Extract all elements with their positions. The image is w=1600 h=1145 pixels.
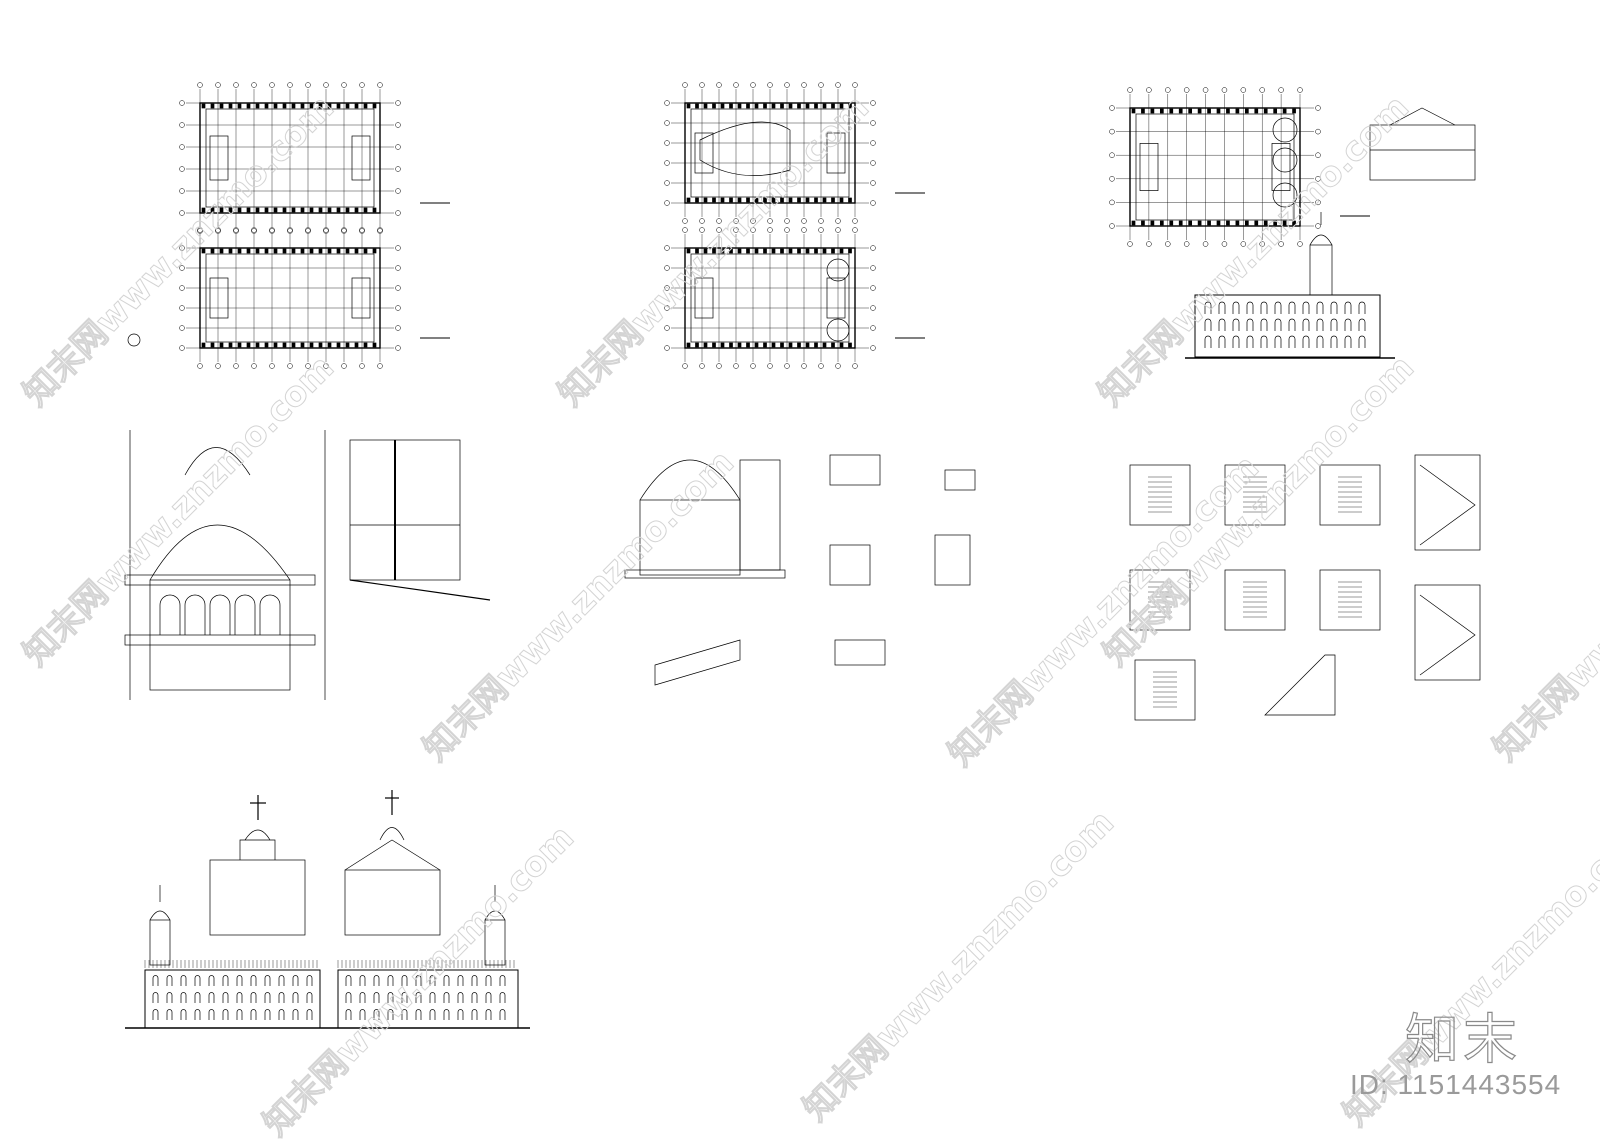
plan-first-floor bbox=[179, 82, 450, 234]
plan-second-floor bbox=[179, 227, 450, 369]
section-small bbox=[1369, 107, 1476, 181]
section-long bbox=[1185, 212, 1395, 359]
plan-fourth-floor bbox=[664, 227, 925, 369]
elevation-main bbox=[125, 790, 530, 1029]
section-dome-small bbox=[624, 459, 786, 579]
section-dome-large bbox=[124, 430, 326, 700]
stair-details bbox=[1129, 454, 1481, 721]
plan-third-floor bbox=[664, 82, 925, 224]
plan-roof bbox=[1109, 87, 1370, 247]
section-wall-detail bbox=[349, 439, 491, 601]
ramp-section bbox=[654, 639, 741, 686]
north-arrow bbox=[127, 333, 141, 347]
detail-parts bbox=[829, 454, 976, 666]
brand-logo: 知末 bbox=[1404, 1007, 1521, 1071]
image-id-label: ID: 1151443554 bbox=[1350, 1069, 1562, 1100]
